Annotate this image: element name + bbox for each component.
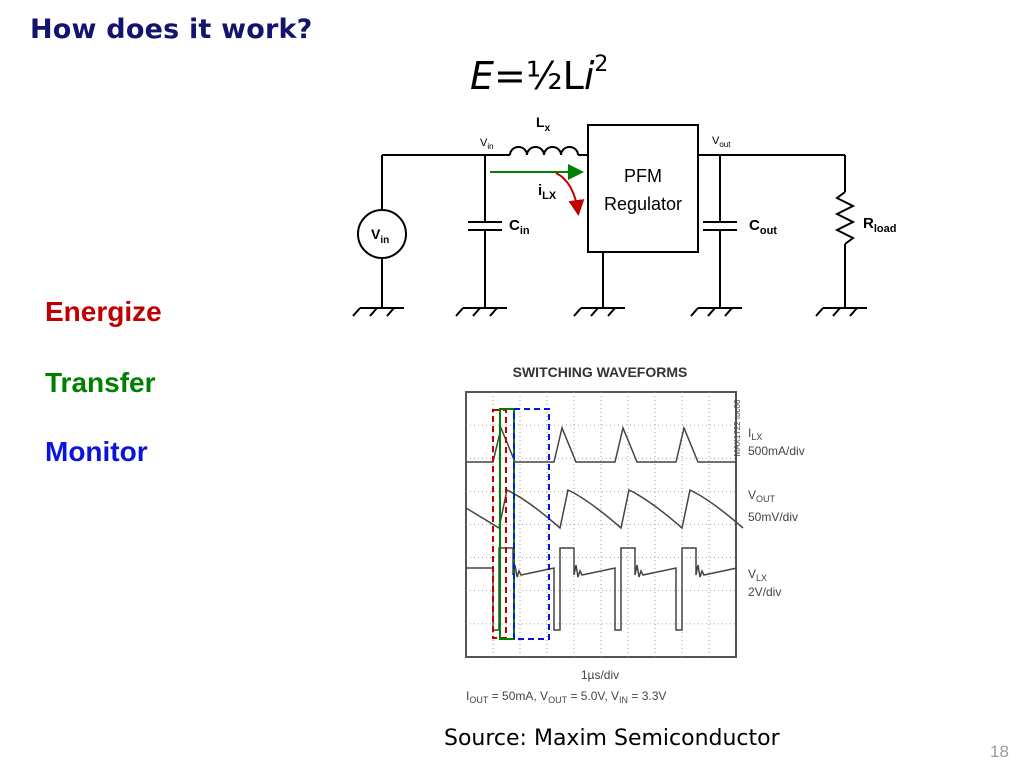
bullet-transfer: Transfer xyxy=(45,367,156,398)
channel-vlx-scale: 2V/div xyxy=(748,585,781,599)
formula-i: i xyxy=(583,54,595,98)
cin-label: Cin xyxy=(509,217,530,237)
regulator-label-line2: Regulator xyxy=(604,194,682,214)
pfm-regulator-box xyxy=(587,124,699,253)
bullet-monitor: Monitor xyxy=(45,436,148,467)
slide-title: How does it work? xyxy=(30,14,313,45)
scope-timebase: 1µs/div xyxy=(581,668,619,682)
channel-ilx-scale: 500mA/div xyxy=(748,444,805,458)
channel-vout-name: VOUT xyxy=(748,488,776,504)
channel-vlx-name: VLX xyxy=(748,567,767,583)
vin-source-label: Vin xyxy=(371,226,389,246)
channel-ilx-name: ILX xyxy=(748,426,762,442)
vout-node-label: Vout xyxy=(712,135,731,149)
vin-node-label: Vin xyxy=(480,137,494,151)
vin-source-circle xyxy=(357,209,407,259)
formula-eq: =½L xyxy=(494,54,584,98)
source-citation: Source: Maxim Semiconductor xyxy=(444,726,780,751)
page-number: 18 xyxy=(990,742,1009,761)
lx-label: Lx xyxy=(536,114,551,134)
scope-conditions: IOUT = 50mA, VOUT = 5.0V, VIN = 3.3V xyxy=(466,689,666,705)
ilx-label: iLX xyxy=(538,182,557,202)
scope-title: SWITCHING WAVEFORMS xyxy=(513,364,688,380)
scope-side-id: MAX1722 toc08 xyxy=(733,399,742,456)
monitor-highlight-box xyxy=(513,408,550,640)
ground-symbols xyxy=(352,307,867,317)
switching-waveforms-figure: SWITCHING WAVEFORMS MAX1722 toc08 ILX 50… xyxy=(465,364,805,705)
energize-current-arrow xyxy=(555,172,585,216)
rload-label: Rload xyxy=(863,215,896,235)
bullet-energize: Energize xyxy=(45,296,162,327)
cout-label: Cout xyxy=(749,217,777,237)
formula-exp: 2 xyxy=(594,52,609,77)
regulator-label-line1: PFM xyxy=(624,166,662,186)
energy-formula: E=½Li2 xyxy=(470,52,608,98)
formula-e: E xyxy=(470,54,495,98)
channel-vout-scale: 50mV/div xyxy=(748,510,798,524)
circuit-diagram: Lx Vin Vout iLX PFM Regulator Cin Cout R… xyxy=(352,114,896,317)
scope-graticule xyxy=(465,391,737,658)
